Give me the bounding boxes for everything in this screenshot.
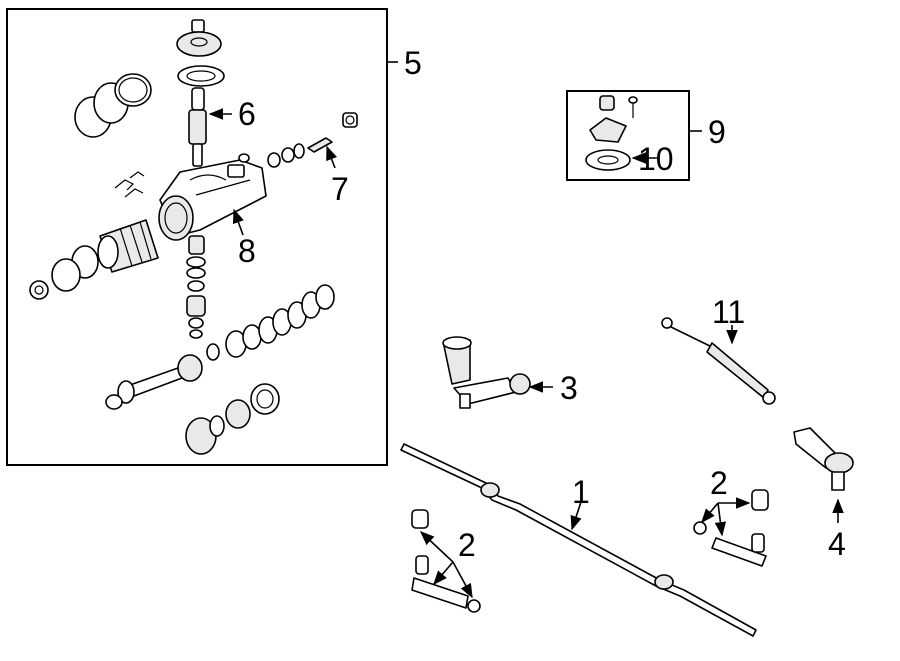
o-ring-row xyxy=(206,284,335,361)
callout-10: 10 xyxy=(638,141,674,177)
adjuster-plug xyxy=(342,112,358,128)
input-shaft xyxy=(105,354,203,410)
lower-left-seals xyxy=(29,245,99,300)
callout-4: 4 xyxy=(828,526,846,562)
callout-3: 3 xyxy=(560,370,578,406)
valve-stack xyxy=(186,235,206,339)
callout-5: 5 xyxy=(404,45,422,81)
rack-piston xyxy=(97,219,159,273)
mount-bracket xyxy=(585,95,638,171)
callout-1: 1 xyxy=(572,474,590,510)
steering-damper xyxy=(661,317,776,405)
callout-9: 9 xyxy=(708,114,726,150)
center-link xyxy=(400,443,757,637)
retaining-clips xyxy=(114,171,145,198)
callout-11: 11 xyxy=(712,294,745,330)
callout-2-left: 2 xyxy=(458,527,476,563)
pitman-arm xyxy=(793,427,854,491)
idler-arm xyxy=(442,336,531,409)
gear-housing xyxy=(158,153,267,241)
mount-group-frame xyxy=(566,90,690,181)
adjuster-washers xyxy=(267,137,333,168)
callout-8: 8 xyxy=(238,233,256,269)
callout-7: 7 xyxy=(331,171,349,207)
gear-assembly-frame xyxy=(6,8,388,466)
tie-rod-end-left xyxy=(411,509,481,613)
callout-6: 6 xyxy=(238,96,256,132)
sector-shaft xyxy=(188,87,207,167)
gear-top-cover xyxy=(176,19,225,87)
lower-bearings xyxy=(185,383,280,455)
seal-rings-upper xyxy=(74,73,152,138)
tie-rod-end-right xyxy=(693,489,769,567)
callout-2-right: 2 xyxy=(710,465,728,501)
